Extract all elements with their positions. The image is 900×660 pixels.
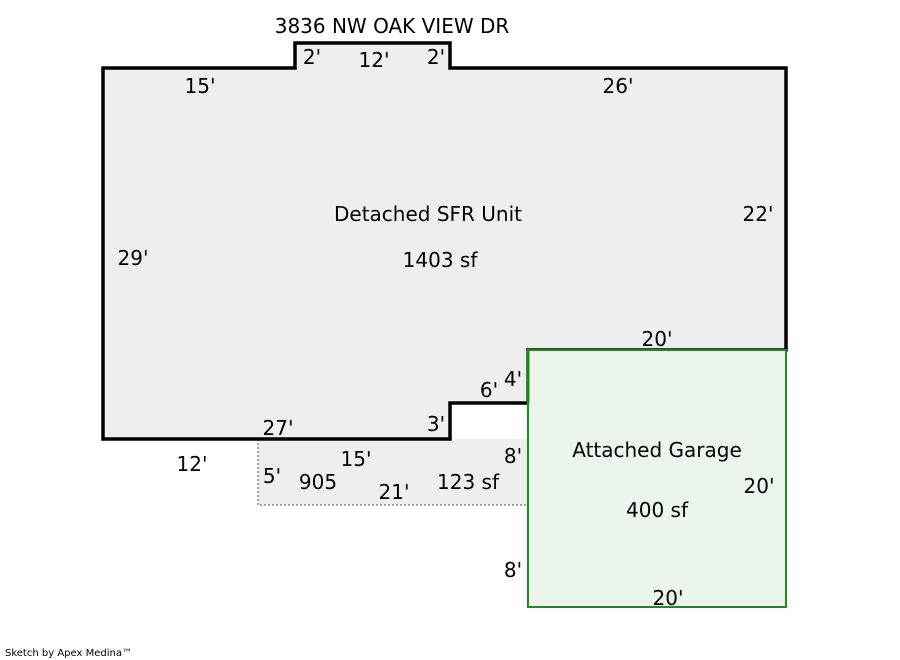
dim-label: 6' xyxy=(480,378,498,402)
area-size: 1403 sf xyxy=(403,248,479,272)
porch-labels: 12' 15' 8' 5' 905 21' 123 sf xyxy=(177,444,523,504)
dim-label: 15' xyxy=(185,74,216,98)
footer-credit: Sketch by Apex Medina™ xyxy=(5,648,132,659)
area-name: Detached SFR Unit xyxy=(334,202,522,226)
main-unit-labels: 2' 12' 2' 15' 26' Detached SFR Unit 1403… xyxy=(118,45,774,440)
dim-label: 2' xyxy=(303,45,321,69)
dim-label: 8' xyxy=(504,558,522,582)
dim-label: 26' xyxy=(603,74,634,98)
porch-outline xyxy=(257,439,528,506)
dim-label: 4' xyxy=(504,367,522,391)
garage-outline xyxy=(527,349,787,608)
dim-label: 27' xyxy=(263,416,294,440)
dim-label: 5' xyxy=(263,464,281,488)
area-name: Attached Garage xyxy=(572,438,742,462)
dim-label: 20' xyxy=(642,327,673,351)
area-size: 123 sf xyxy=(437,470,500,494)
dim-label: 8' xyxy=(504,444,522,468)
dim-label: 12' xyxy=(177,452,208,476)
area-size: 400 sf xyxy=(626,498,689,522)
dim-label: 20' xyxy=(744,474,775,498)
address-title: 3836 NW OAK VIEW DR xyxy=(275,14,510,38)
dim-label: 12' xyxy=(359,48,390,72)
porch-area xyxy=(258,439,528,505)
dim-label: 22' xyxy=(743,202,774,226)
dim-label: 3' xyxy=(427,412,445,436)
area-name: 905 xyxy=(299,470,337,494)
dim-label: 15' xyxy=(341,447,372,471)
dim-label: 21' xyxy=(379,480,410,504)
dim-label: 2' xyxy=(427,45,445,69)
garage-labels: Attached Garage 20' 400 sf 8' 20' xyxy=(504,438,775,610)
dim-label: 29' xyxy=(118,246,149,270)
dim-label: 20' xyxy=(653,586,684,610)
